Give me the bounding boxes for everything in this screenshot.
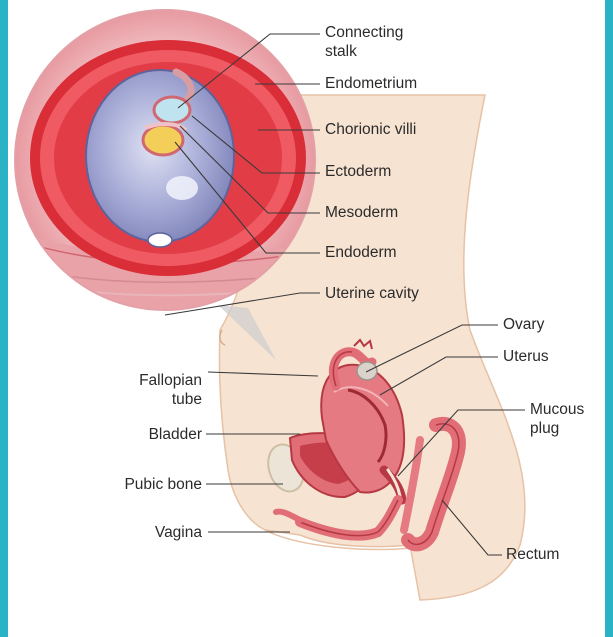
label-uterus: Uterus	[503, 347, 549, 366]
label-mucous-plug-line1: Mucous	[530, 400, 584, 419]
label-connecting-stalk: Connecting stalk	[325, 23, 403, 61]
label-chorionic-villi: Chorionic villi	[325, 120, 416, 139]
label-ectoderm: Ectoderm	[325, 162, 391, 181]
label-connecting-stalk-line2: stalk	[325, 42, 403, 61]
label-endometrium: Endometrium	[325, 74, 417, 93]
label-bladder: Bladder	[110, 425, 202, 444]
label-ovary: Ovary	[503, 315, 544, 334]
label-endoderm: Endoderm	[325, 243, 397, 262]
yolk-sac	[143, 125, 183, 155]
label-fallopian-tube: Fallopian tube	[126, 371, 202, 409]
label-mucous-plug-line2: plug	[530, 419, 584, 438]
label-vagina: Vagina	[110, 523, 202, 542]
label-connecting-stalk-line1: Connecting	[325, 23, 403, 42]
label-pubic-bone: Pubic bone	[90, 475, 202, 494]
label-rectum: Rectum	[506, 545, 559, 564]
label-mesoderm: Mesoderm	[325, 203, 398, 222]
label-mucous-plug: Mucous plug	[530, 400, 584, 438]
label-fallopian-tube-line2: tube	[126, 390, 202, 409]
label-uterine-cavity: Uterine cavity	[325, 284, 419, 303]
label-fallopian-tube-line1: Fallopian	[126, 371, 202, 390]
amniotic-cavity	[154, 97, 190, 123]
